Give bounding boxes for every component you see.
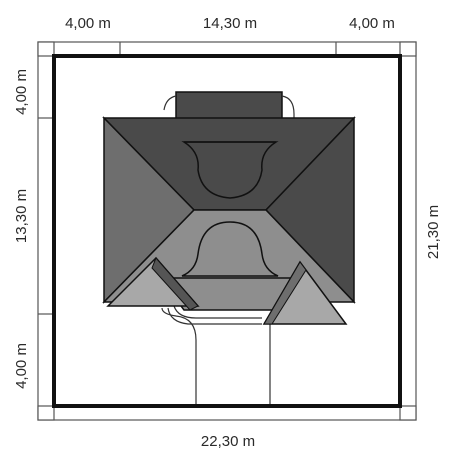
- top-dimension-ticks: [119, 42, 337, 56]
- dimension-top-center: 14,30 m: [203, 15, 257, 32]
- dimension-top-right: 4,00 m: [349, 15, 395, 32]
- corner-mark-bottom-right: [399, 405, 417, 421]
- roof-right-gable-edge: [263, 261, 307, 325]
- roof-top-projection-edge: [281, 95, 295, 122]
- dimension-left-top: 4,00 m: [13, 69, 30, 115]
- plot-boundary: [52, 54, 402, 408]
- roof-dormer-lower: [181, 221, 279, 277]
- corner-mark-top-right: [399, 41, 417, 57]
- dimension-frame: [37, 41, 417, 421]
- corner-mark-bottom-left: [37, 405, 55, 421]
- dimension-left-bottom: 4,00 m: [13, 343, 30, 389]
- roof-left-gable-edge: [151, 257, 199, 311]
- dimension-right: 21,30 m: [425, 205, 442, 259]
- corner-mark-top-left: [37, 41, 55, 57]
- roof-top-projection-edge-left: [163, 95, 177, 111]
- dimension-bottom: 22,30 m: [201, 433, 255, 450]
- roof-dormer-upper: [181, 141, 279, 199]
- dimension-top-left: 4,00 m: [65, 15, 111, 32]
- dimension-left-middle: 13,30 m: [13, 189, 30, 243]
- left-dimension-ticks: [38, 117, 54, 315]
- driveway: [161, 305, 271, 404]
- corner-marks: [37, 41, 417, 421]
